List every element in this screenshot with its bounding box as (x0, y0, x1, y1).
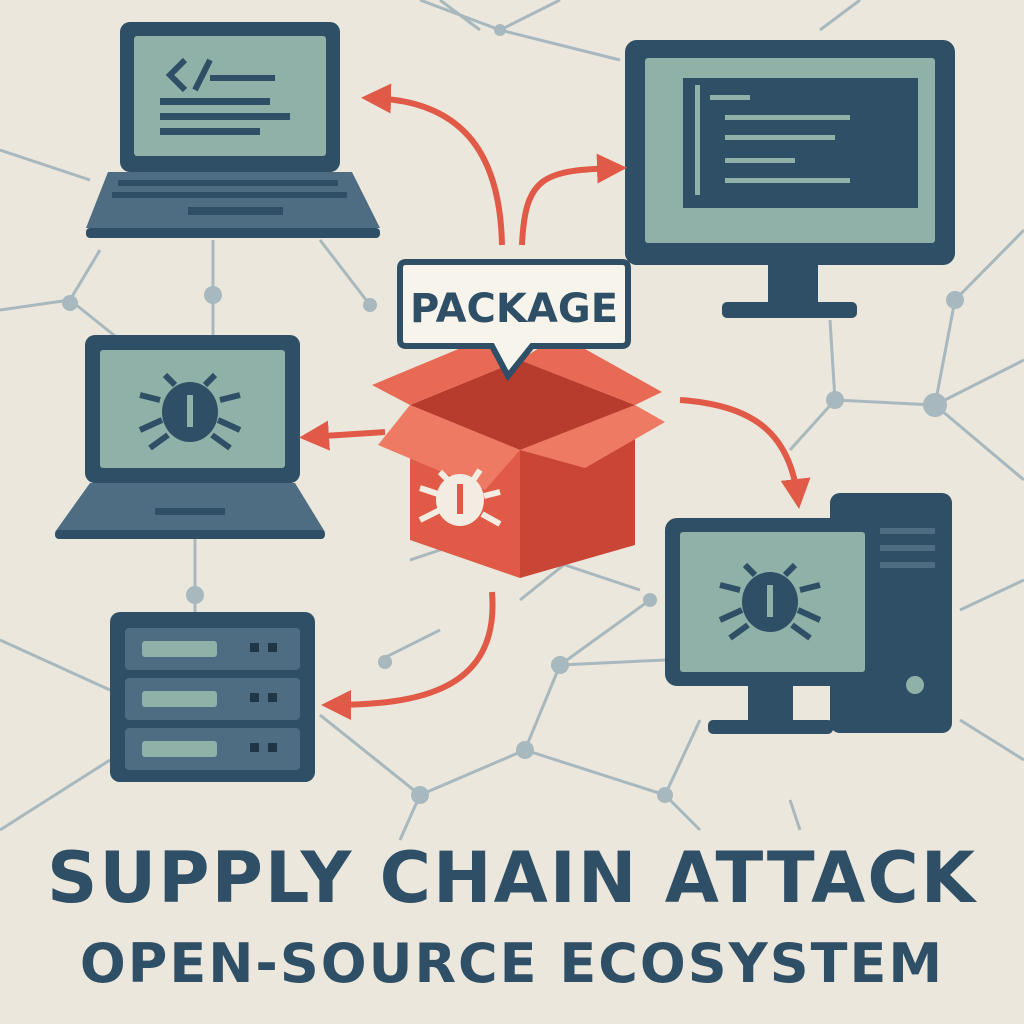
malicious-package-box[interactable] (372, 335, 665, 578)
arrow-to-desktop-tower (679, 397, 811, 509)
arrow-to-desktop-monitor (519, 153, 627, 246)
network-nodes (62, 24, 964, 804)
diagram-title: SUPPLY CHAIN ATTACK (47, 837, 977, 919)
desktop-tower-infected-device[interactable] (665, 493, 952, 734)
package-label-bubble: PACKAGE (397, 259, 631, 382)
arrow-to-server-rack (321, 591, 496, 720)
arrow-to-laptop-infected (299, 420, 386, 451)
package-label: PACKAGE (410, 286, 618, 332)
attack-arrows (299, 83, 811, 720)
desktop-monitor-code-device[interactable] (625, 40, 955, 318)
diagram-subtitle: OPEN-SOURCE ECOSYSTEM (79, 932, 945, 995)
laptop-infected-device[interactable] (55, 335, 325, 539)
terminal-lines (695, 85, 850, 195)
arrow-to-laptop-code (361, 83, 505, 246)
server-rack-device[interactable] (110, 612, 315, 782)
laptop-code-device[interactable] (86, 22, 380, 238)
bug-icon (138, 372, 242, 451)
code-icon (165, 57, 213, 93)
bug-icon (418, 468, 502, 527)
bug-icon (718, 562, 822, 641)
